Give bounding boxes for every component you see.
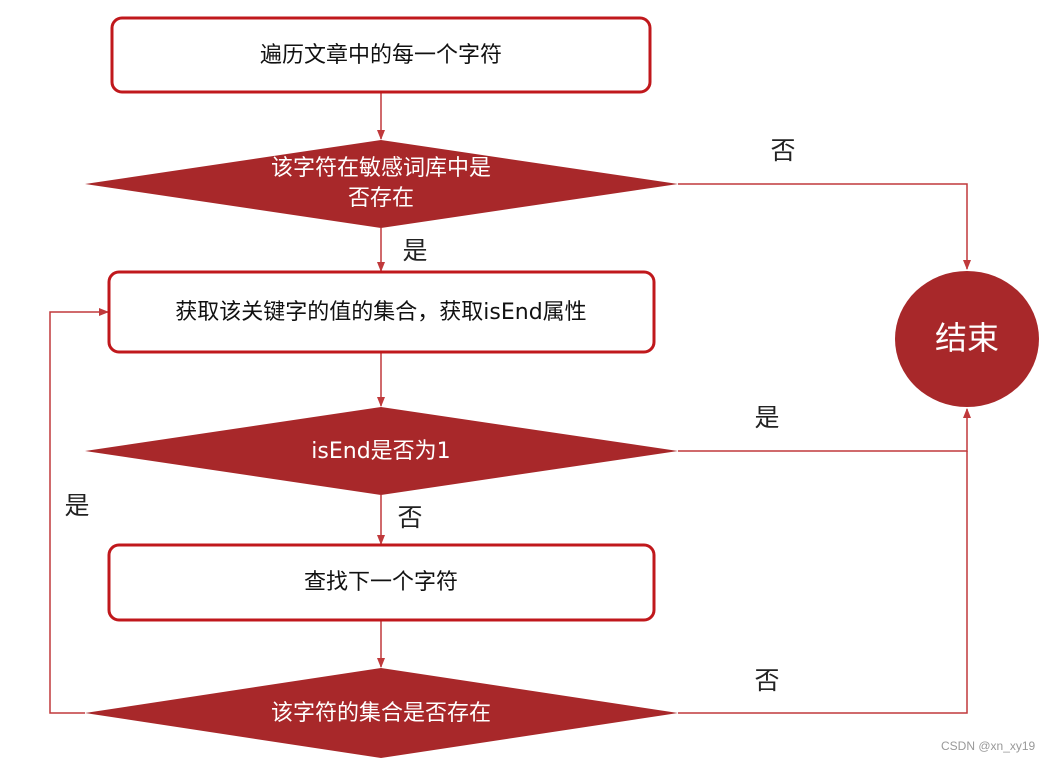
get-box (107, 270, 656, 354)
arrow-d1-to-end (678, 183, 971, 270)
label-d3-yes: 是 (64, 491, 89, 520)
get-box-text: 获取该关键字的值的集合，获取isEnd属性 (175, 300, 586, 325)
start-box-text: 遍历文章中的每一个字符 (260, 43, 502, 68)
decision-2 (85, 407, 678, 495)
next-box (107, 543, 656, 622)
next-box-text: 查找下一个字符 (304, 570, 458, 595)
end-circle (895, 271, 1039, 407)
label-d2-yes: 是 (754, 403, 779, 432)
decision-1-text-line2: 否存在 (348, 186, 414, 211)
decision-1-text-line1: 该字符在敏感词库中是 (271, 156, 491, 181)
decision-2-text: isEnd是否为1 (311, 439, 450, 464)
decision-1 (85, 140, 678, 228)
label-d1-yes: 是 (402, 236, 427, 265)
arrow-d3-loop (49, 308, 109, 714)
arrow-d2-to-end (678, 408, 971, 452)
end-text: 结束 (935, 319, 999, 357)
label-d3-no: 否 (754, 666, 779, 695)
decision-3-text: 该字符的集合是否存在 (271, 701, 491, 726)
label-d1-no: 否 (770, 136, 795, 165)
arrow-d3-to-end (678, 451, 968, 714)
decision-3 (85, 668, 678, 758)
watermark: CSDN @xn_xy19 (941, 739, 1036, 753)
label-d2-no: 否 (397, 503, 422, 532)
start-box (110, 16, 652, 94)
